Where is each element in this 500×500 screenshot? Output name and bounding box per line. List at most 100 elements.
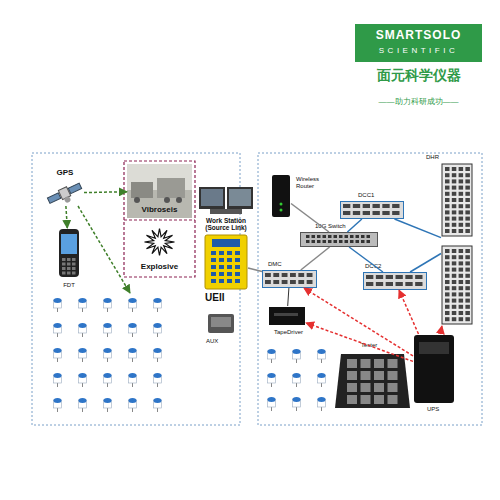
sensor-tester: Tester bbox=[335, 352, 410, 410]
device-icon bbox=[207, 312, 235, 334]
geophone-node bbox=[129, 323, 137, 337]
geophone-node bbox=[318, 349, 326, 363]
illustration-part bbox=[452, 311, 457, 315]
ups-unit: UPS bbox=[413, 334, 455, 404]
illustration-part bbox=[386, 275, 393, 279]
illustration-part bbox=[227, 251, 232, 255]
geophone-node bbox=[154, 298, 162, 312]
connector bbox=[248, 268, 262, 272]
illustration-part bbox=[334, 235, 338, 238]
illustration-part bbox=[445, 311, 450, 315]
illustration-part bbox=[396, 282, 403, 286]
illustration-part bbox=[62, 272, 66, 275]
illustration-part bbox=[465, 299, 470, 303]
illustration-part bbox=[465, 305, 470, 309]
illustration-part bbox=[465, 268, 470, 272]
node-label: GPS bbox=[46, 169, 84, 178]
geophone-node bbox=[154, 348, 162, 362]
source-divider bbox=[124, 219, 195, 220]
illustration-part bbox=[347, 371, 357, 380]
illustration-part bbox=[211, 272, 216, 276]
brand-name: 面元科学仪器 bbox=[355, 68, 482, 83]
illustration-part bbox=[373, 211, 380, 215]
connector bbox=[288, 288, 289, 306]
geophone-node bbox=[129, 348, 137, 362]
node-label: Vibroseis bbox=[127, 206, 192, 215]
illustration-part bbox=[452, 217, 457, 221]
illustration-part bbox=[445, 261, 450, 265]
ueii-unit: UEII bbox=[204, 234, 248, 290]
geophone-node bbox=[79, 373, 87, 387]
geophone-node bbox=[154, 398, 162, 412]
illustration-part bbox=[272, 175, 290, 217]
sensor-field bbox=[54, 298, 326, 412]
illustration-part bbox=[211, 265, 216, 269]
illustration-part bbox=[452, 186, 457, 190]
node-label: 10G Switch bbox=[315, 223, 365, 230]
brand-logo: SMARTSOLOSCIENTIFIC bbox=[355, 24, 482, 62]
explosive-source: Explosive bbox=[127, 222, 192, 275]
illustration-part bbox=[210, 209, 242, 214]
illustration-part bbox=[374, 371, 384, 380]
illustration-part bbox=[465, 179, 470, 183]
illustration-part bbox=[227, 265, 232, 269]
illustration-part bbox=[301, 233, 378, 247]
illustration-part bbox=[465, 167, 470, 171]
connector bbox=[301, 247, 330, 270]
illustration-part bbox=[176, 197, 182, 203]
illustration-part bbox=[345, 240, 349, 243]
illustration-part bbox=[419, 342, 449, 354]
node-label: TapeDriver bbox=[274, 329, 324, 336]
geophone-node bbox=[293, 349, 301, 363]
illustration-part bbox=[405, 275, 412, 279]
illustration-part bbox=[229, 189, 251, 206]
illustration-part bbox=[290, 273, 296, 277]
illustration-part bbox=[341, 202, 404, 219]
illustration-part bbox=[459, 186, 464, 190]
geophone-node bbox=[79, 348, 87, 362]
illustration-part bbox=[459, 217, 464, 221]
wireless-router: Wireless Router bbox=[271, 174, 291, 218]
illustration-part bbox=[452, 286, 457, 290]
illustration-part bbox=[127, 164, 192, 218]
illustration-part bbox=[211, 251, 216, 255]
illustration-part bbox=[452, 223, 457, 227]
connector bbox=[440, 326, 442, 334]
illustration-part bbox=[345, 235, 349, 238]
illustration-part bbox=[465, 292, 470, 296]
illustration-part bbox=[134, 197, 140, 203]
node-label: UEII bbox=[205, 292, 249, 303]
illustration-part bbox=[265, 280, 271, 284]
illustration-part bbox=[465, 173, 470, 177]
connector bbox=[347, 219, 362, 232]
illustration-part bbox=[459, 305, 464, 309]
illustration-part bbox=[72, 263, 76, 266]
illustration-part bbox=[445, 223, 450, 227]
illustration-part bbox=[367, 235, 371, 238]
illustration-part bbox=[445, 249, 450, 253]
illustration-part bbox=[235, 279, 240, 283]
illustration-part bbox=[376, 282, 383, 286]
illustration-part bbox=[317, 235, 321, 238]
illustration-part bbox=[452, 268, 457, 272]
illustration-part bbox=[62, 263, 66, 266]
illustration-part bbox=[459, 198, 464, 202]
illustration-part bbox=[445, 210, 450, 214]
illustration-part bbox=[366, 275, 373, 279]
illustration-part bbox=[388, 371, 398, 380]
illustration-part bbox=[280, 209, 283, 212]
illustration-part bbox=[445, 179, 450, 183]
connector bbox=[410, 254, 441, 273]
illustration-part bbox=[317, 240, 321, 243]
geophone-node bbox=[293, 373, 301, 387]
illustration-part bbox=[341, 202, 404, 219]
illustration-part bbox=[366, 282, 373, 286]
tape-driver: TapeDriver bbox=[268, 306, 306, 326]
source-group-box bbox=[124, 161, 195, 277]
illustration-part bbox=[227, 258, 232, 262]
illustration-part bbox=[290, 280, 296, 284]
illustration-part bbox=[452, 173, 457, 177]
geophone-node bbox=[129, 373, 137, 387]
device-icon bbox=[46, 180, 84, 206]
illustration-part bbox=[361, 359, 371, 368]
